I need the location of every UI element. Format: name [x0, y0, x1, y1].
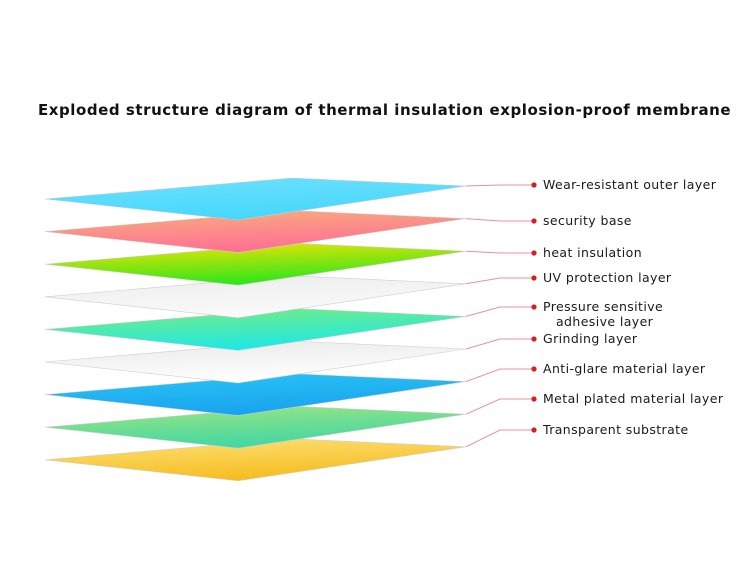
layer-label-text: heat insulation: [543, 245, 643, 260]
layer-label-text: Wear-resistant outer layer: [543, 177, 717, 192]
layer-label-7: Anti-glare material layer: [543, 361, 705, 376]
leader-dot-6: [531, 336, 537, 342]
layer-label-9: Transparent substrate: [543, 422, 689, 437]
leader-line-6: [465, 338, 534, 350]
layer-label-text: Anti-glare material layer: [543, 361, 706, 376]
leader-line-8: [465, 398, 534, 415]
layer-label-text: Grinding layer: [543, 331, 638, 346]
layer-label-6: Grinding layer: [543, 331, 637, 346]
layer-label-text-line2: adhesive layer: [556, 314, 654, 329]
leader-dot-5: [531, 304, 537, 310]
diagram-title: Exploded structure diagram of thermal in…: [38, 101, 732, 119]
layer-label-4: UV protection layer: [543, 270, 671, 285]
layer-label-text: Transparent substrate: [543, 422, 689, 437]
leader-line-5: [465, 306, 534, 317]
layer-label-text: Pressure sensitive: [543, 299, 664, 314]
layer-label-text: UV protection layer: [543, 270, 672, 285]
layer-label-3: heat insulation: [543, 245, 642, 260]
leader-line-1: [465, 184, 534, 187]
leader-line-4: [465, 277, 534, 285]
leader-dot-3: [531, 250, 537, 256]
layer-sheet-1: [44, 177, 467, 221]
leader-dot-1: [531, 182, 537, 188]
leader-dot-7: [531, 366, 537, 372]
leader-dot-4: [531, 275, 537, 281]
layer-label-text: security base: [543, 213, 632, 228]
leader-line-7: [465, 368, 534, 383]
leader-line-3: [465, 250, 534, 254]
leader-dot-8: [531, 396, 537, 402]
layer-label-8: Metal plated material layer: [543, 391, 723, 406]
leader-line-2: [465, 218, 534, 222]
leader-dot-9: [531, 427, 537, 433]
layer-label-2: security base: [543, 213, 632, 228]
layer-label-text: Metal plated material layer: [543, 391, 724, 406]
layer-label-1: Wear-resistant outer layer: [543, 177, 716, 192]
leader-line-9: [465, 429, 534, 448]
leader-dot-2: [531, 218, 537, 224]
